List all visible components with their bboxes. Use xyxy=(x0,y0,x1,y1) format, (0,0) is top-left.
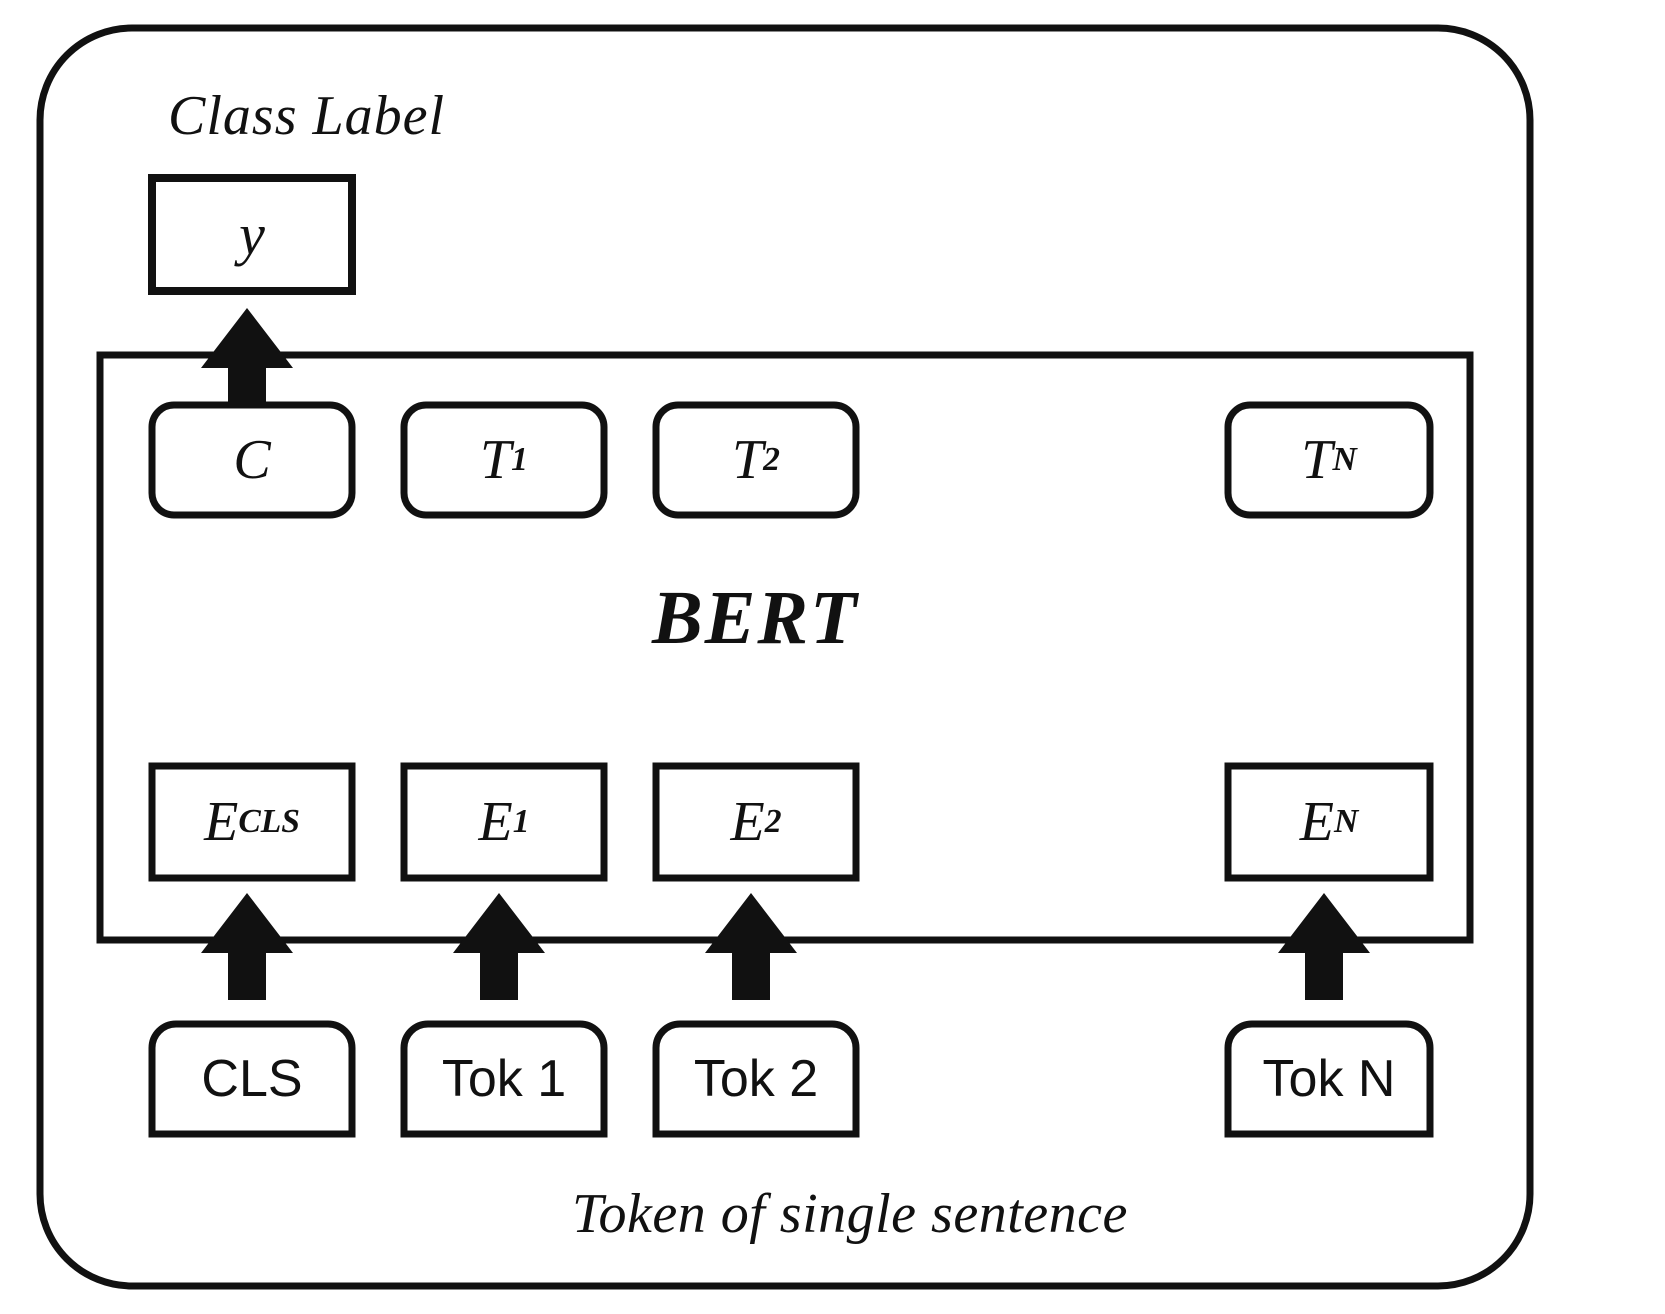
output-box-tn xyxy=(1224,401,1434,519)
class-label-caption: Class Label xyxy=(168,85,446,147)
embedding-box-ecls xyxy=(148,762,356,882)
output-box-t1 xyxy=(400,401,608,519)
token-box-tok1 xyxy=(400,1020,608,1138)
arrow-cls-to-ecls-icon xyxy=(201,893,293,1000)
output-box-t2 xyxy=(652,401,860,519)
arrow-tokn-to-en-icon xyxy=(1278,893,1370,1000)
arrow-tok1-to-e1-icon xyxy=(453,893,545,1000)
token-box-tokn xyxy=(1224,1020,1434,1138)
token-box-cls xyxy=(148,1020,356,1138)
output-box-y xyxy=(148,174,356,295)
embedding-box-en xyxy=(1224,762,1434,882)
token-box-tok2 xyxy=(652,1020,860,1138)
bert-model-label: BERT xyxy=(652,576,859,660)
arrow-tok2-to-e2-icon xyxy=(705,893,797,1000)
embedding-box-e2 xyxy=(652,762,860,882)
embedding-box-e1 xyxy=(400,762,608,882)
token-sentence-caption: Token of single sentence xyxy=(572,1183,1128,1245)
output-box-c xyxy=(148,401,356,519)
arrow-c-to-y-icon xyxy=(201,308,293,430)
